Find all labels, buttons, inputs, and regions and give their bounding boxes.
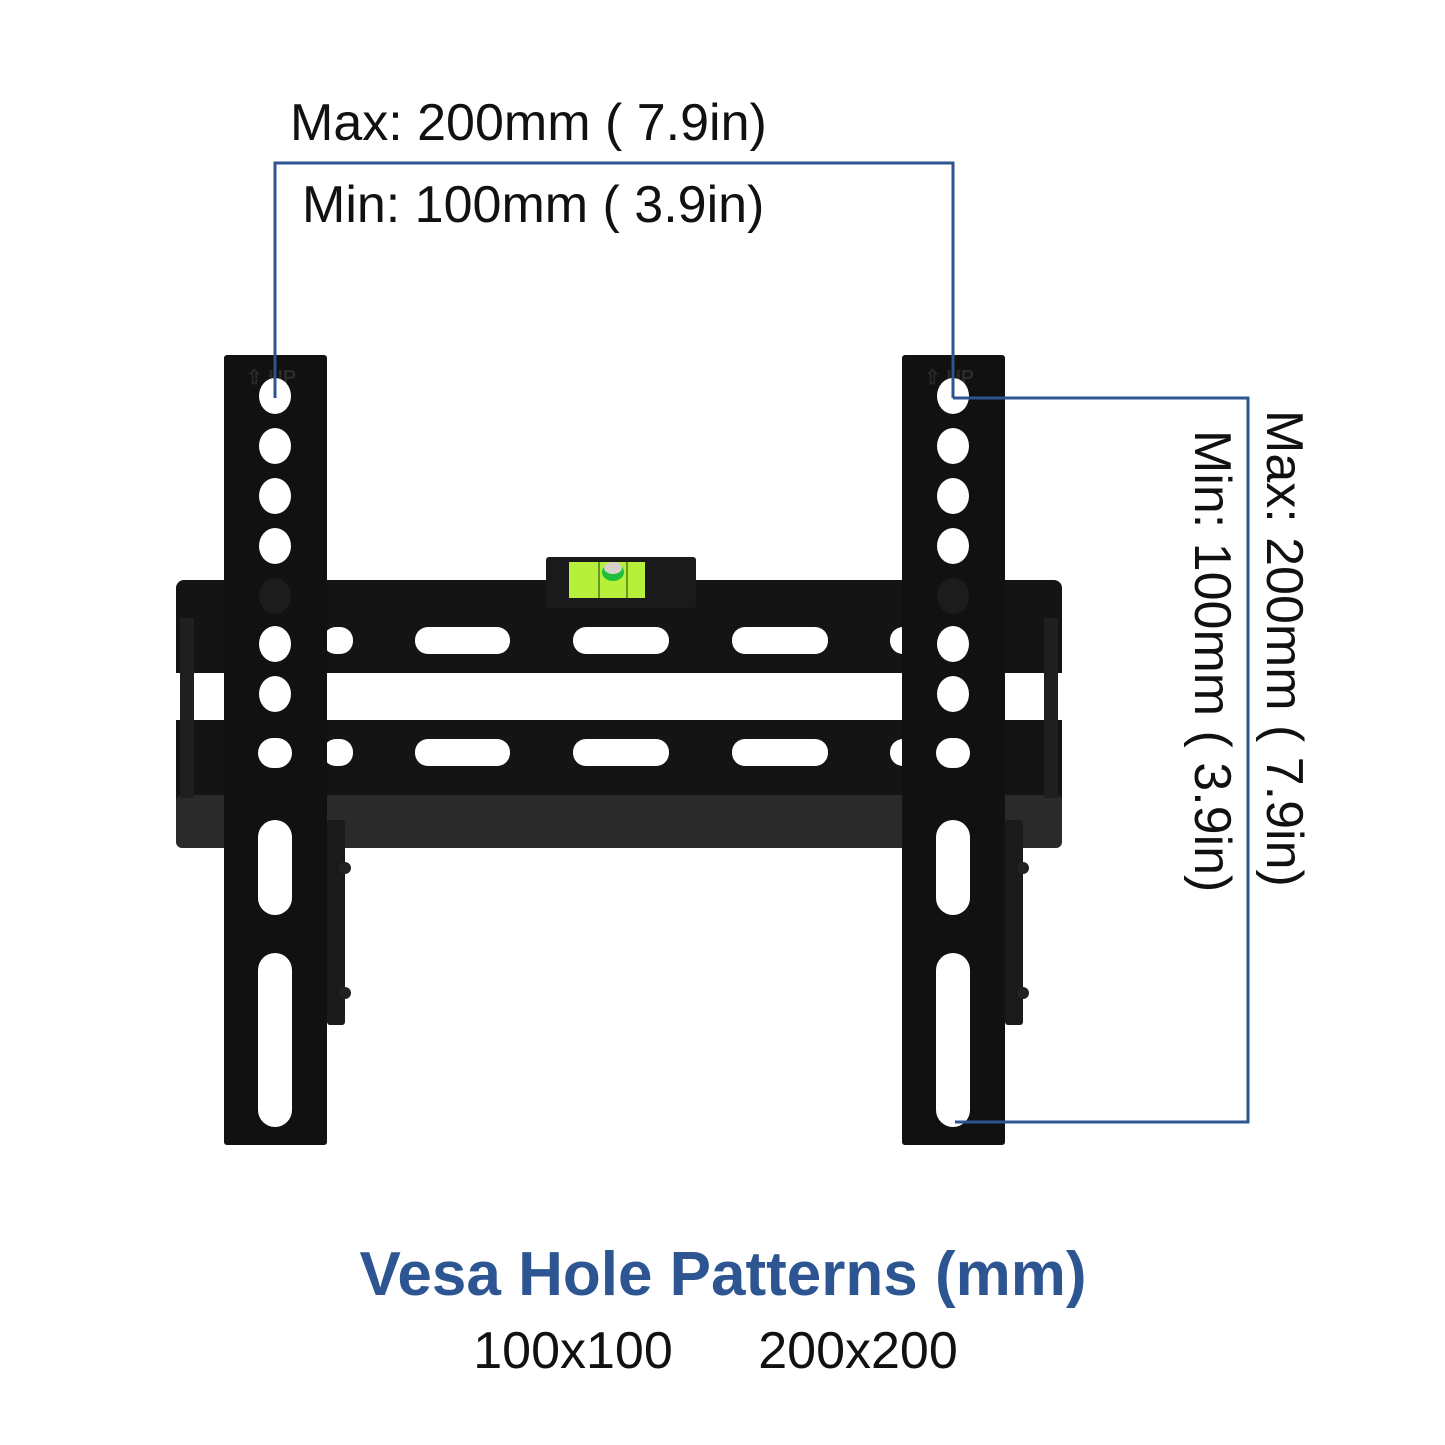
mount-slot: [936, 820, 970, 915]
wall-plate: [176, 580, 1062, 848]
bubble-level-icon: [546, 557, 696, 608]
vertical-dimension-line: [953, 396, 1250, 1124]
mount-slot: [258, 820, 292, 915]
mount-hole-covered: [937, 578, 969, 614]
mount-slot: [258, 953, 292, 1127]
screw-icon: [339, 987, 351, 999]
mount-hole: [258, 738, 292, 768]
mount-hole: [936, 738, 970, 768]
mount-hole: [937, 478, 969, 514]
screw-icon: [1017, 862, 1029, 874]
vertical-max-label: Max: 200mm ( 7.9in): [1255, 410, 1313, 887]
mount-hole: [937, 626, 969, 662]
mount-hole: [937, 676, 969, 712]
horizontal-max-label: Max: 200mm ( 7.9in): [290, 94, 767, 152]
caption-title: Vesa Hole Patterns (mm): [359, 1240, 1086, 1309]
left-mount-arm: ⇧ UP: [224, 355, 351, 1145]
screw-icon: [1017, 987, 1029, 999]
mount-hole: [259, 428, 291, 464]
mount-hole: [259, 626, 291, 662]
mount-hole: [259, 528, 291, 564]
mount-hole-covered: [259, 578, 291, 614]
mount-hole: [937, 428, 969, 464]
mount-slot: [936, 953, 970, 1127]
mount-hole: [937, 528, 969, 564]
mount-hole: [259, 478, 291, 514]
horizontal-dimension-line: [273, 161, 955, 398]
mount-hole: [259, 676, 291, 712]
pattern-100: 100x100: [473, 1322, 673, 1380]
vertical-min-label: Min: 100mm ( 3.9in): [1183, 430, 1241, 892]
pattern-200: 200x200: [758, 1322, 958, 1380]
screw-icon: [339, 862, 351, 874]
dimension-lines: [273, 161, 1250, 1124]
right-mount-arm: ⇧ UP: [902, 355, 1029, 1145]
horizontal-min-label: Min: 100mm ( 3.9in): [302, 176, 764, 234]
